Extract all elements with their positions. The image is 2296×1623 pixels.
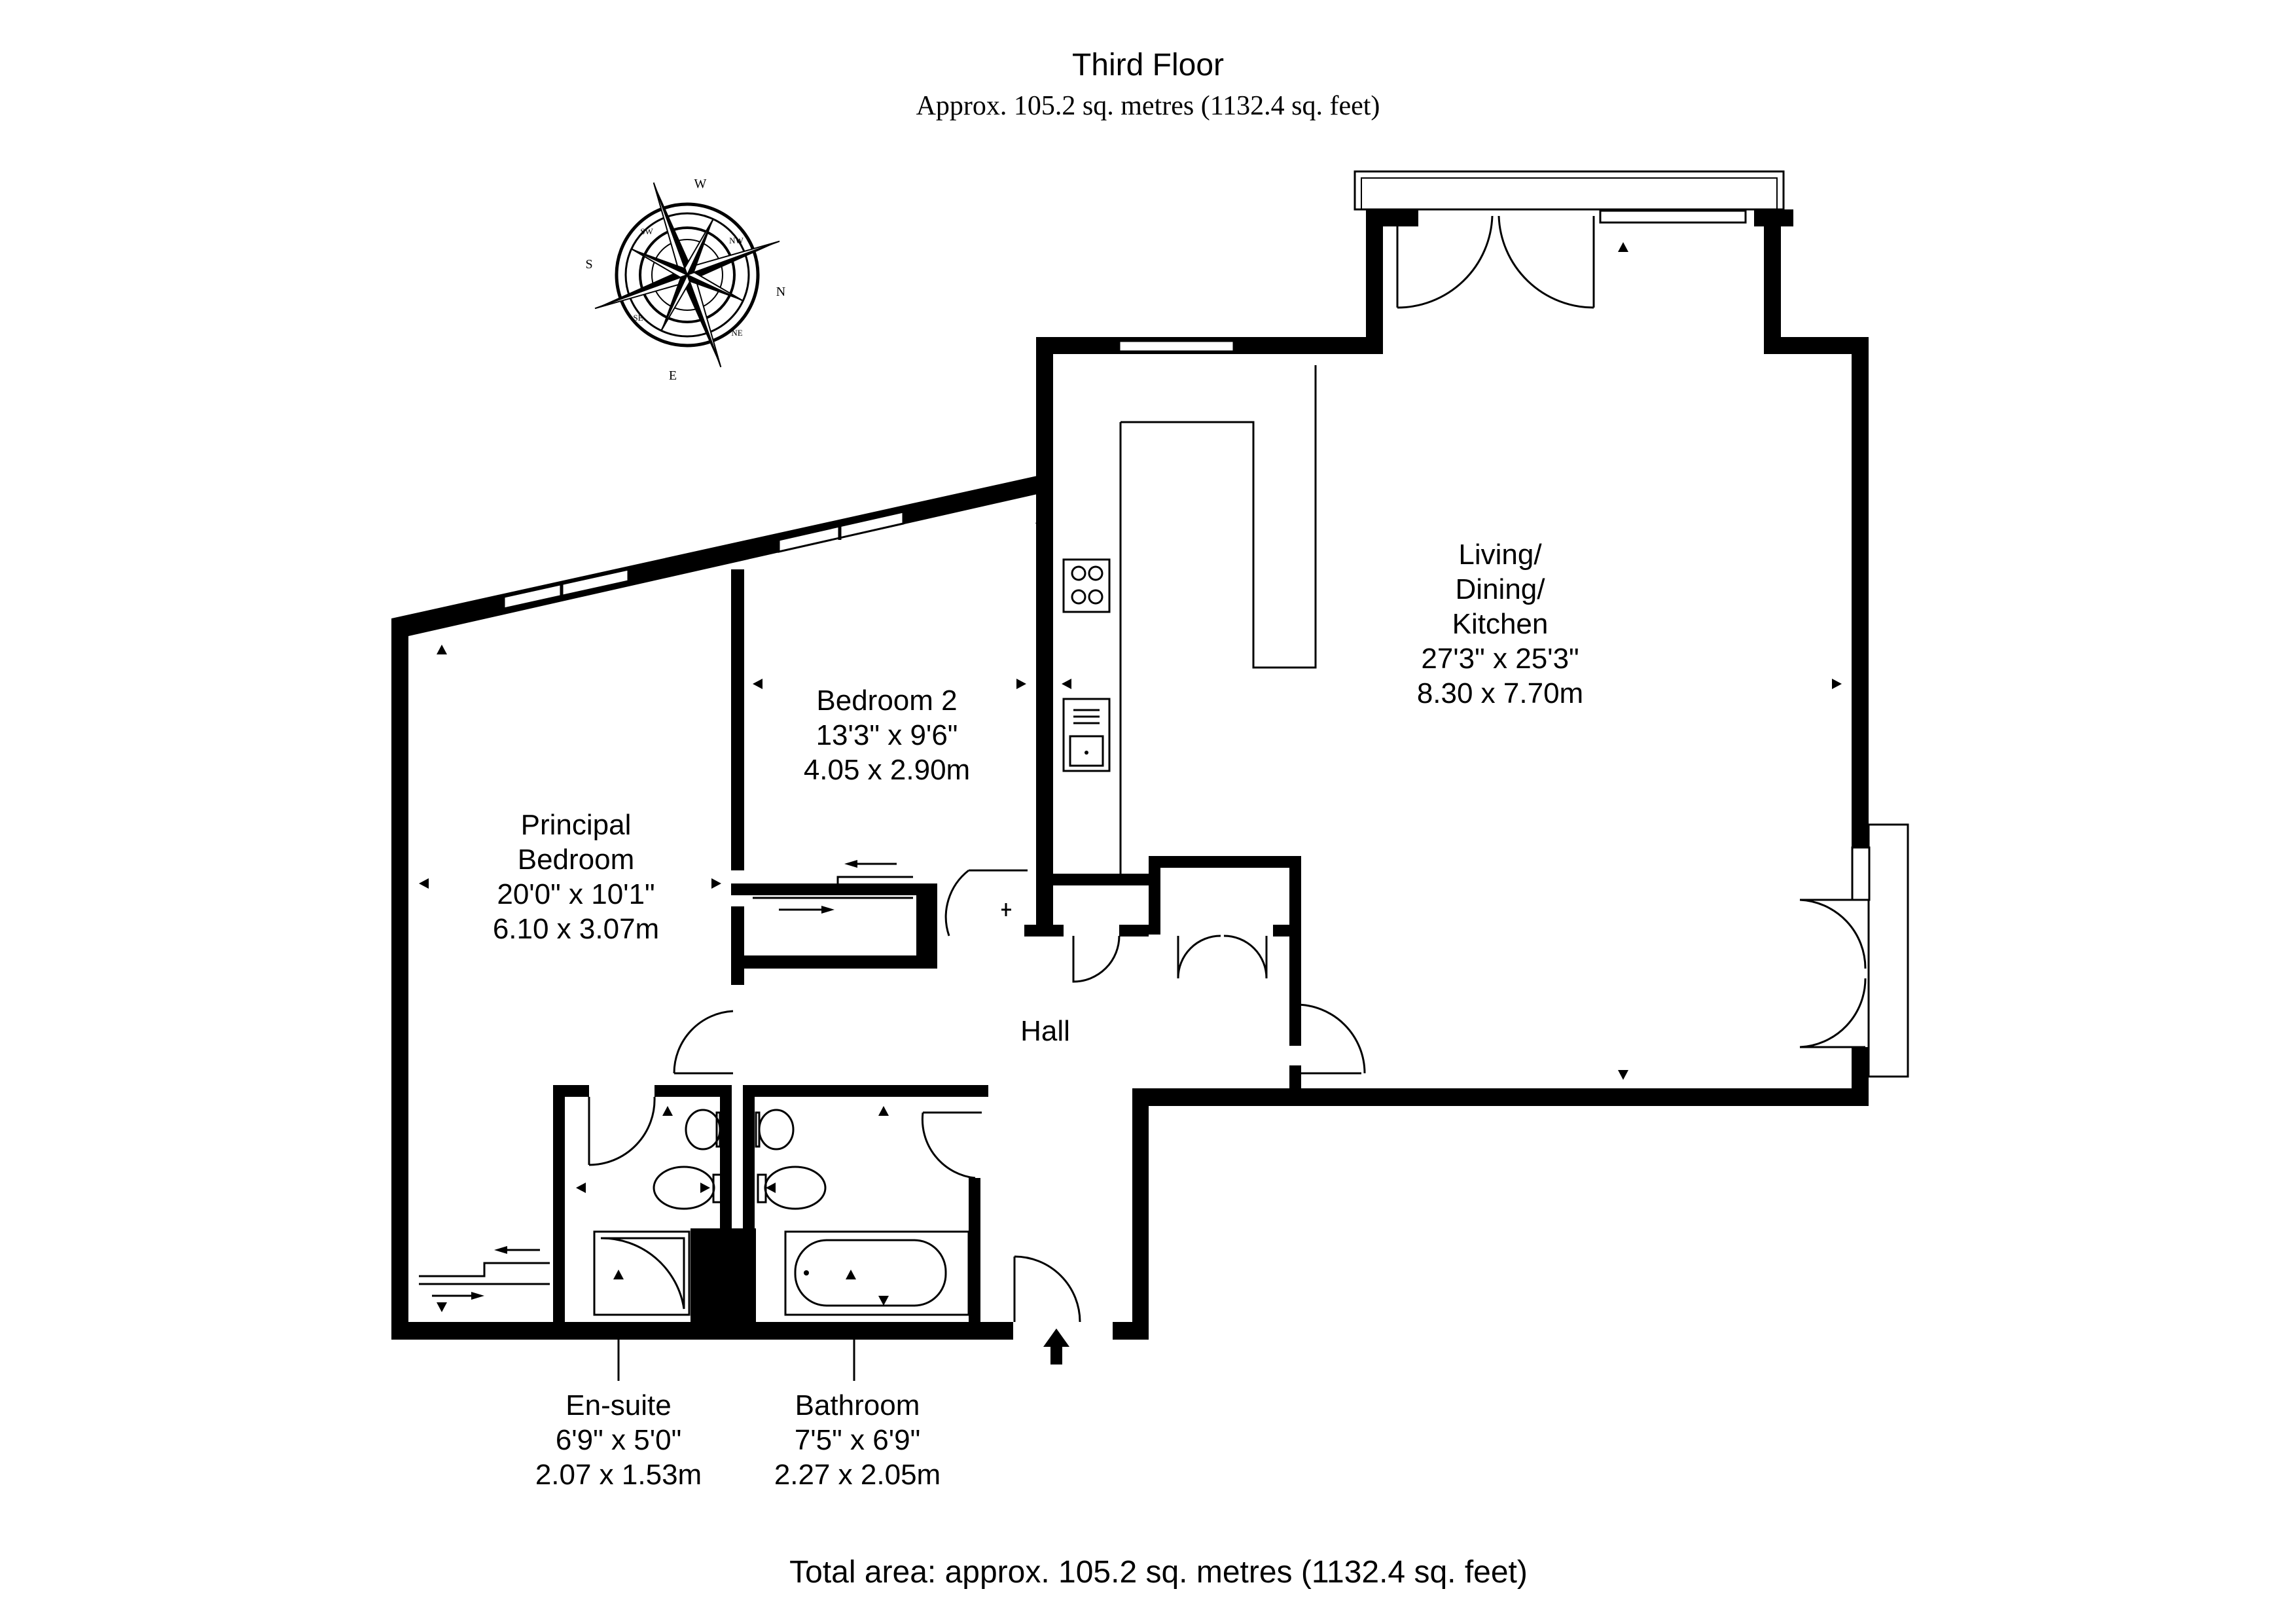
room-label-living: Living/ Dining/ Kitchen 27'3" x 25'3" 8.…	[1417, 539, 1583, 709]
compass-letter-se: SE	[633, 313, 643, 323]
principal-dimensions-imperial: 20'0" x 10'1"	[497, 878, 655, 910]
bathroom-basin-icon	[758, 1109, 795, 1150]
compass-letter-ne: NE	[731, 328, 742, 338]
hall-name: Hall	[1020, 1015, 1070, 1047]
living-dimensions-metric: 8.30 x 7.70m	[1417, 677, 1583, 709]
compass-letter-n: N	[776, 285, 785, 299]
compass-letter-nw: NW	[729, 236, 744, 245]
ensuite-basin-icon	[685, 1109, 721, 1150]
compass-letter-e: E	[669, 368, 677, 383]
living-room-door[interactable]	[1293, 1003, 1366, 1075]
bathroom-door[interactable]	[921, 1111, 982, 1179]
living-name-line3: Kitchen	[1452, 608, 1549, 640]
bedroom2-dimensions-metric: 4.05 x 2.90m	[804, 754, 970, 786]
hob-icon	[1062, 558, 1111, 613]
room-label-ensuite: En-suite 6'9" x 5'0" 2.07 x 1.53m	[535, 1389, 702, 1491]
dimension-markers	[419, 242, 1842, 1381]
principal-name-line1: Principal	[521, 809, 632, 841]
bathroom-name: Bathroom	[795, 1389, 920, 1421]
principal-dimensions-metric: 6.10 x 3.07m	[493, 913, 659, 945]
living-dimensions-imperial: 27'3" x 25'3"	[1421, 643, 1579, 675]
bay-door-lower[interactable]	[1799, 978, 1867, 1048]
walls	[391, 170, 1909, 1340]
bathroom-dimensions-imperial: 7'5" x 6'9"	[795, 1424, 920, 1456]
room-label-bedroom2: Bedroom 2 13'3" x 9'6" 4.05 x 2.90m	[804, 685, 970, 786]
room-label-principal: Principal Bedroom 20'0" x 10'1" 6.10 x 3…	[493, 809, 659, 945]
compass-letter-s: S	[585, 257, 592, 272]
bedroom2-dimensions-imperial: 13'3" x 9'6"	[816, 719, 958, 751]
balcony-door-left[interactable]	[1396, 215, 1494, 309]
cupboard-door-3[interactable]	[1223, 935, 1268, 979]
principal-name-line2: Bedroom	[518, 844, 635, 876]
compass-letter-w: W	[694, 177, 707, 191]
ensuite-name: En-suite	[565, 1389, 671, 1421]
principal-wardrobe	[419, 1246, 550, 1300]
total-area-footer: Total area: approx. 105.2 sq. metres (11…	[789, 1555, 1528, 1590]
compass-letter-sw: SW	[640, 226, 653, 236]
floor-area-subtitle: Approx. 105.2 sq. metres (1132.4 sq. fee…	[916, 91, 1380, 121]
entrance-arrow-icon	[1043, 1329, 1069, 1364]
ensuite-dimensions-imperial: 6'9" x 5'0"	[556, 1424, 681, 1456]
ensuite-door[interactable]	[588, 1096, 656, 1166]
floor-title: Third Floor	[1072, 48, 1224, 82]
bedroom2-name: Bedroom 2	[816, 685, 957, 717]
compass-rose-icon: W N E S NW NE SE SW	[585, 177, 785, 383]
front-door[interactable]	[1013, 1255, 1081, 1323]
shower-tray-icon	[593, 1230, 691, 1316]
room-label-hall: Hall	[1020, 1015, 1070, 1047]
fixtures	[419, 215, 1867, 1364]
bay-door-upper[interactable]	[1799, 899, 1867, 969]
living-name-line2: Dining/	[1456, 573, 1546, 605]
bathtub-icon	[784, 1230, 970, 1316]
sink-icon	[1062, 698, 1111, 772]
principal-bedroom-door[interactable]	[673, 1010, 734, 1075]
cupboard-door-2[interactable]	[1177, 935, 1221, 979]
ensuite-dimensions-metric: 2.07 x 1.53m	[535, 1459, 702, 1491]
bedroom2-door[interactable]	[944, 869, 1028, 936]
room-label-bathroom: Bathroom 7'5" x 6'9" 2.27 x 2.05m	[774, 1389, 941, 1491]
living-name-line1: Living/	[1458, 539, 1542, 571]
cupboard-door-1[interactable]	[1072, 935, 1121, 983]
bedroom2-wardrobe	[753, 860, 913, 914]
balcony-door-right[interactable]	[1498, 215, 1595, 309]
bathroom-dimensions-metric: 2.27 x 2.05m	[774, 1459, 941, 1491]
